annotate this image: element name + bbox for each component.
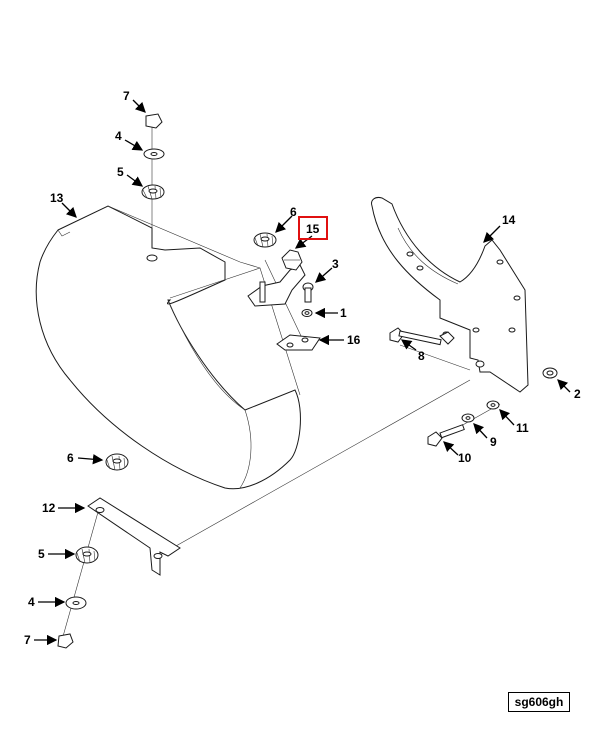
highlight-box-part-15 [298, 216, 328, 240]
hex-nut-top [145, 113, 163, 129]
callout-14: 14 [502, 213, 516, 227]
leader-arrows [34, 99, 571, 646]
callout-labels: 7 4 5 13 6 15 3 1 16 14 8 2 11 9 10 6 12… [24, 89, 581, 647]
callout-1: 1 [340, 306, 347, 320]
callout-12: 12 [42, 501, 56, 515]
small-bracket [276, 334, 321, 351]
callout-16: 16 [347, 333, 361, 347]
callout-15[interactable]: 15 [306, 222, 320, 236]
callout-7-bottom: 7 [24, 633, 31, 647]
hex-nut-bottom [57, 633, 74, 649]
callout-11: 11 [516, 421, 529, 435]
belt-guard-housing [35, 205, 301, 490]
callout-10: 10 [458, 451, 472, 465]
callout-6-bottom: 6 [67, 451, 74, 465]
callout-4-top: 4 [115, 129, 122, 143]
right-fasteners [389, 327, 558, 447]
mounting-plate [371, 197, 529, 393]
callout-2: 2 [574, 387, 581, 401]
washer-part-1-hole [304, 311, 310, 315]
reference-code-label: sg606gh [508, 692, 570, 712]
callout-5-bottom: 5 [38, 547, 45, 561]
callout-5-top: 5 [117, 165, 124, 179]
callout-9: 9 [490, 435, 497, 449]
top-fastener-stack [141, 113, 165, 200]
bottom-fastener-stack [57, 453, 129, 649]
callout-6-top: 6 [290, 205, 297, 219]
bolt-part-3 [302, 282, 314, 303]
lock-washer-6-top [253, 232, 277, 248]
lower-bracket [87, 497, 181, 576]
stud-plate-assembly [247, 249, 306, 307]
callout-8: 8 [418, 349, 425, 363]
callout-3: 3 [332, 257, 339, 271]
bolt-part-10 [427, 431, 443, 447]
callout-13: 13 [50, 191, 64, 205]
callout-4-bottom: 4 [28, 595, 35, 609]
callout-7-top: 7 [123, 89, 130, 103]
